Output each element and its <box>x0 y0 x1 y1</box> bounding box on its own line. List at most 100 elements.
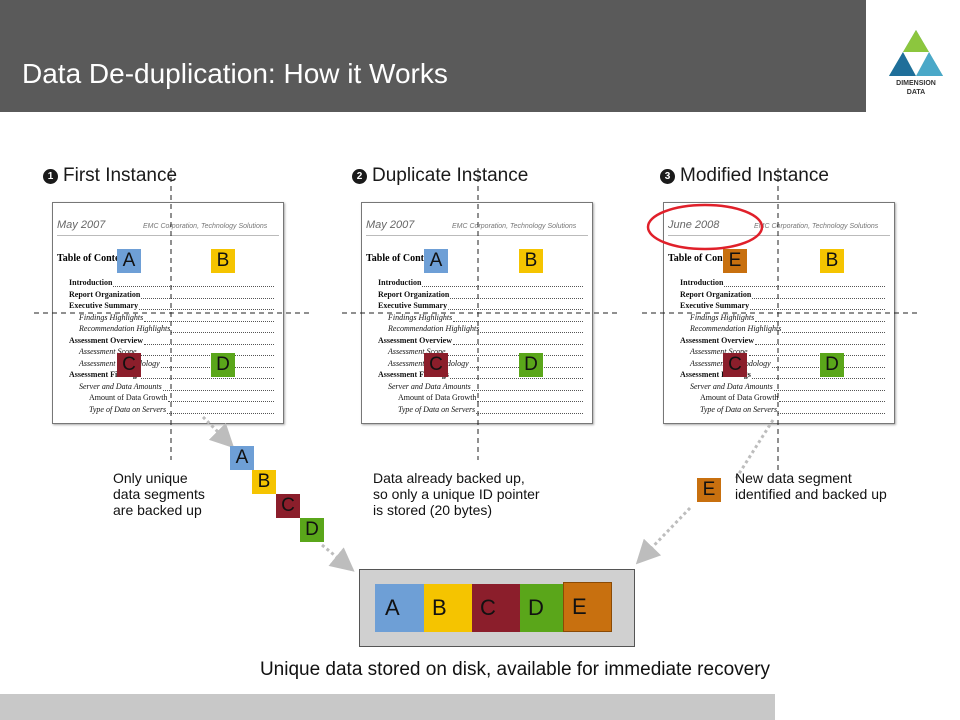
toc-entry: Type of Data on Servers <box>398 405 583 414</box>
toc-entry-text: Assessment Findings <box>69 370 140 379</box>
arrow-to-disk <box>321 543 355 572</box>
toc-entry: Findings Highlights <box>690 313 885 322</box>
toc-leader-dots <box>752 378 885 379</box>
disk-caption: Unique data stored on disk, available fo… <box>259 659 771 680</box>
column-label-text: Duplicate Instance <box>372 165 529 186</box>
toc-entry-text: Type of Data on Servers <box>89 404 167 414</box>
toc-entry: Assessment Scope <box>388 347 583 356</box>
toc-entry-text: Amount of Data Growth <box>398 393 477 402</box>
toc-entry-text: Executive Summary <box>680 301 750 310</box>
header-bar <box>0 0 866 112</box>
number-badge: 2 <box>352 169 367 184</box>
toc-entry: Server and Data Amounts <box>79 381 274 391</box>
toc-leader-dots <box>167 412 274 414</box>
document-date: May 2007 <box>366 219 415 231</box>
toc-leader-dots <box>778 412 885 414</box>
toc-leader-dots <box>453 343 583 345</box>
column-label-text: First Instance <box>63 165 178 186</box>
toc-entry-text: Recommendation Highlights <box>79 324 171 333</box>
document-date: May 2007 <box>57 219 106 231</box>
toc-entry: Introduction <box>69 278 274 287</box>
document-toc-title: Table of Contents <box>366 253 442 264</box>
arrow-to-disk-from-e <box>635 506 692 565</box>
document-rule <box>57 235 279 236</box>
toc-entry: Assessment Overview <box>378 335 583 345</box>
toc-leader-dots <box>755 343 885 345</box>
column-label-duplicate: 2 Duplicate Instance <box>352 165 528 187</box>
toc-entry-text: Type of Data on Servers <box>700 404 778 414</box>
new-segment-e: E <box>697 478 721 502</box>
toc-entry: Assessment Overview <box>69 336 274 345</box>
segment-b: B <box>519 249 543 273</box>
toc-entry-text: Assessment Scope <box>690 347 748 356</box>
toc-entry: Introduction <box>680 278 885 287</box>
toc-entry-text: Findings Highlights <box>388 312 453 322</box>
toc-entry-text: Assessment Overview <box>378 335 452 345</box>
toc-leader-dots <box>450 378 583 379</box>
toc-entry-text: Introduction <box>69 278 113 287</box>
toc-entry-text: Report Organization <box>69 289 141 299</box>
disk-segment-e: E <box>563 582 612 632</box>
disk-segment-b: B <box>424 584 472 632</box>
toc-leader-dots <box>750 309 885 310</box>
toc-entry: Executive Summary <box>378 301 583 310</box>
dimension-data-logo: DIMENSION DATA <box>885 28 947 98</box>
note-first-instance: Only unique data segments are backed up <box>113 470 205 518</box>
toc-leader-dots <box>749 355 885 356</box>
stack-segment-a: A <box>230 446 254 470</box>
toc-entry-text: Server and Data Amounts <box>79 381 162 391</box>
document-toc-title: Table of Contents <box>668 253 744 264</box>
toc-leader-dots <box>453 320 583 322</box>
toc-entry: Assessment Overview <box>680 335 885 345</box>
toc-entry: Report Organization <box>378 290 583 299</box>
segment-d: D <box>820 353 844 377</box>
logo-text-line1: DIMENSION <box>896 80 936 87</box>
footer-bar <box>0 694 775 720</box>
toc-leader-dots <box>480 332 583 333</box>
document-toc-title: Table of Contents <box>57 253 133 264</box>
toc-leader-dots <box>139 309 274 310</box>
document-company: EMC Corporation, Technology Solutions <box>754 223 879 230</box>
toc-entry-text: Assessment Scope <box>79 347 137 356</box>
toc-entry: Introduction <box>378 278 583 287</box>
note-line: is stored (20 bytes) <box>373 502 493 518</box>
toc-entry-text: Amount of Data Growth <box>89 393 168 402</box>
toc-entry: Assessment Findings <box>69 370 274 379</box>
logo-text-line2: DATA <box>906 89 926 96</box>
toc-leader-dots <box>755 320 885 322</box>
toc-leader-dots <box>422 286 583 287</box>
toc-entry-text: Introduction <box>378 278 422 287</box>
toc-leader-dots <box>782 332 885 333</box>
stack-segment-b: B <box>252 470 276 494</box>
toc-leader-dots <box>171 332 274 333</box>
segment-b: B <box>211 249 235 273</box>
toc-leader-dots <box>450 297 583 299</box>
toc-entry: Server and Data Amounts <box>388 382 583 391</box>
toc-leader-dots <box>141 297 274 299</box>
note-line: Data already backed up, <box>373 470 525 486</box>
disk-segment-a: A <box>375 584 424 632</box>
stack-segment-d: D <box>300 518 324 542</box>
document-company: EMC Corporation, Technology Solutions <box>452 223 577 230</box>
toc-entry: Amount of Data Growth <box>700 393 885 402</box>
toc-leader-dots <box>144 320 274 322</box>
note-line: are backed up <box>113 502 202 518</box>
toc-entry: Executive Summary <box>69 301 274 310</box>
note-duplicate-instance: Data already backed up, so only a unique… <box>373 470 540 518</box>
toc-leader-dots <box>138 355 274 356</box>
toc-entry: Assessment Scope <box>690 347 885 356</box>
document-rule <box>366 235 588 236</box>
slide-title: Data De-duplication: How it Works <box>22 58 448 89</box>
toc-leader-dots <box>477 401 583 402</box>
toc-entry: Assessment Findings <box>680 370 885 379</box>
disk-segment-c: C <box>472 584 520 632</box>
toc-entry-text: Introduction <box>680 278 724 287</box>
toc-leader-dots <box>724 286 885 287</box>
toc-leader-dots <box>163 389 274 391</box>
toc-leader-dots <box>144 343 274 345</box>
toc-entry-text: Assessment Overview <box>680 335 754 345</box>
segment-e: E <box>723 249 747 273</box>
arrow-to-stack <box>201 415 235 449</box>
